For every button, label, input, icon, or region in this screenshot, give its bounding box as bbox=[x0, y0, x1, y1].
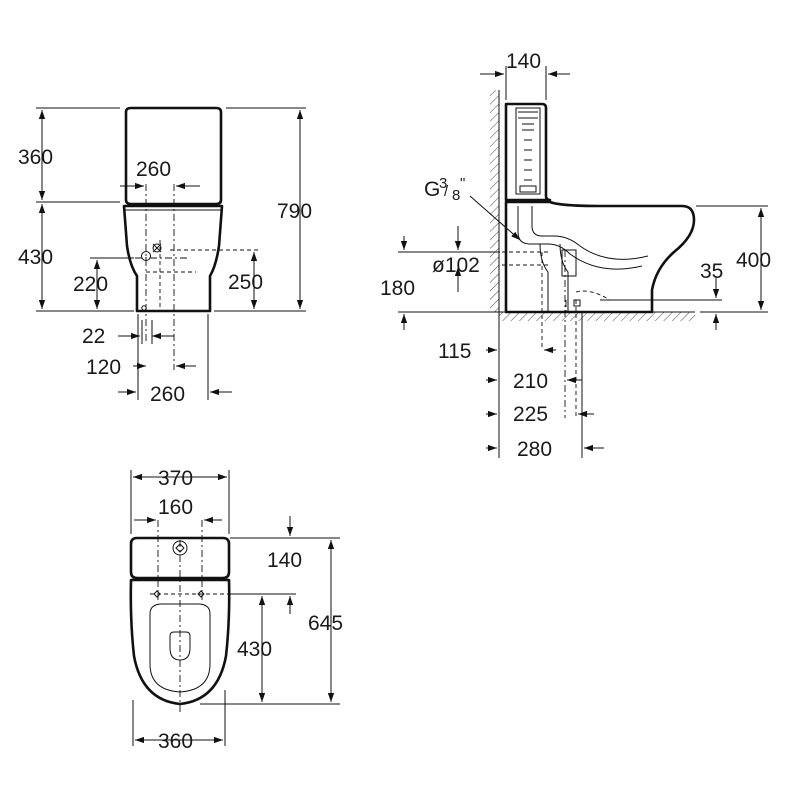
dim-top-depth: 140 bbox=[506, 50, 541, 73]
dim-floor-offset: 35 bbox=[700, 260, 723, 283]
flush-button-icon bbox=[175, 543, 185, 553]
dim-hole-spacing: 160 bbox=[158, 496, 193, 519]
inlet-thread-label: G 3 / 8 " bbox=[424, 175, 465, 204]
top-view: 370 160 140 645 430 360 bbox=[129, 467, 343, 753]
dim-outlet-height: 250 bbox=[228, 271, 263, 294]
dim-pipe-diameter: ø102 bbox=[432, 254, 480, 277]
dim-wall-distance-3: 225 bbox=[513, 403, 548, 426]
dim-tank-height: 360 bbox=[18, 146, 53, 169]
inlet-hole-icon bbox=[152, 243, 162, 253]
svg-text:/: / bbox=[444, 183, 449, 200]
front-view: 360 430 790 260 220 250 22 120 260 bbox=[18, 106, 312, 406]
dim-bowl-width: 360 bbox=[158, 730, 193, 753]
dim-pipe-height: 180 bbox=[380, 277, 415, 300]
front-bowl-outline bbox=[122, 204, 224, 313]
dim-wall-distance-1: 115 bbox=[438, 340, 471, 363]
dim-offset-small: 22 bbox=[82, 325, 105, 348]
dim-offset-medium: 120 bbox=[86, 356, 121, 379]
dim-bowl-height: 430 bbox=[18, 246, 53, 269]
dim-wall-distance-4: 280 bbox=[517, 438, 552, 461]
dim-total-depth: 645 bbox=[308, 612, 343, 635]
dim-fixing-width: 260 bbox=[136, 158, 171, 181]
side-bowl-outline bbox=[504, 200, 696, 314]
dim-seat-height: 400 bbox=[736, 249, 771, 272]
side-view: G 3 / 8 " 140 ø102 180 400 35 bbox=[380, 50, 771, 461]
fixing-hole-icon bbox=[141, 251, 151, 261]
front-tank-outline bbox=[124, 106, 223, 206]
dim-total-height: 790 bbox=[277, 200, 312, 223]
side-tank-outline bbox=[504, 102, 552, 202]
dim-bowl-depth: 430 bbox=[237, 638, 272, 661]
dim-inlet-height: 220 bbox=[73, 273, 108, 296]
svg-text:": " bbox=[460, 175, 465, 192]
dim-tank-depth: 140 bbox=[267, 549, 302, 572]
dim-tank-width: 370 bbox=[158, 467, 193, 490]
svg-text:8: 8 bbox=[452, 187, 460, 204]
dim-base-width: 260 bbox=[150, 383, 185, 406]
dim-wall-distance-2: 210 bbox=[513, 370, 548, 393]
svg-text:3: 3 bbox=[439, 175, 447, 192]
svg-text:G: G bbox=[424, 178, 440, 201]
